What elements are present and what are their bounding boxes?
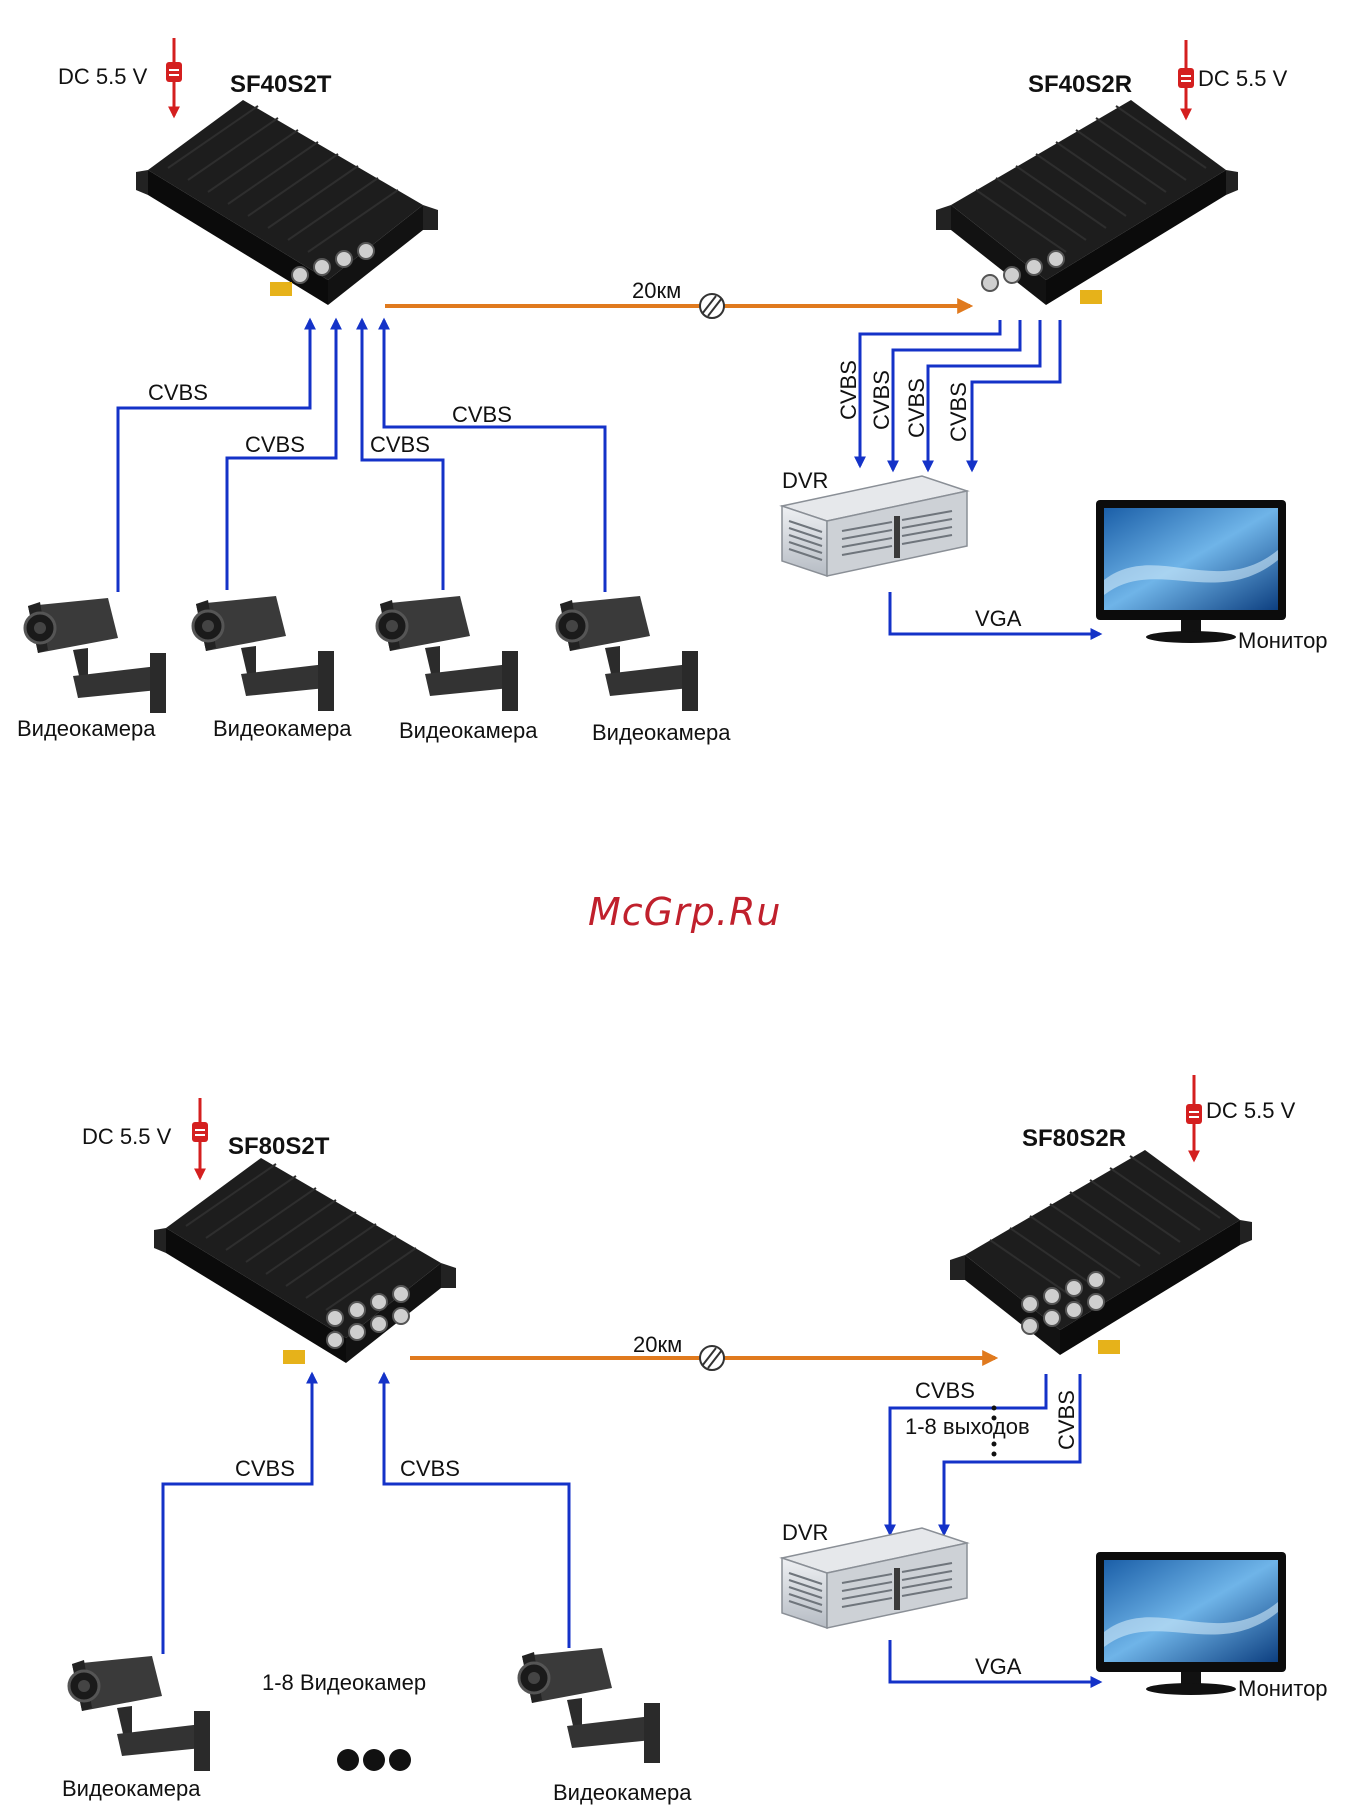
ellipsis-dots bbox=[337, 1749, 411, 1771]
receiver-bottom-model: SF80S2R bbox=[1022, 1125, 1126, 1152]
receiver-top-model: SF40S2R bbox=[1028, 71, 1132, 98]
receiver-top-power: DC 5.5 V bbox=[1198, 66, 1288, 91]
fiber-break-icon bbox=[699, 1345, 725, 1371]
cameras-count-note: 1-8 Видеокамер bbox=[262, 1670, 426, 1695]
cvbs-output-1 bbox=[854, 320, 1002, 469]
camera-label: Видеокамера bbox=[62, 1776, 201, 1801]
cvbs-link-cam-last bbox=[378, 1371, 571, 1648]
camera-label: Видеокамера bbox=[553, 1780, 692, 1805]
cvbs-output-last bbox=[938, 1374, 1082, 1537]
cvbs-label: CVBS bbox=[904, 378, 929, 438]
outputs-count-note: 1-8 выходов bbox=[905, 1414, 1030, 1439]
receiver-top bbox=[935, 99, 1239, 306]
cvbs-label: CVBS bbox=[400, 1456, 460, 1481]
watermark: McGrp.Ru bbox=[588, 890, 781, 934]
camera-label: Видеокамера bbox=[213, 716, 352, 741]
dvr-label: DVR bbox=[782, 468, 828, 493]
cvbs-label: CVBS bbox=[370, 432, 430, 457]
fiber-distance-top: 20км bbox=[632, 278, 681, 303]
cvbs-label: CVBS bbox=[452, 402, 512, 427]
camera-icon bbox=[191, 594, 336, 713]
cvbs-label: CVBS bbox=[1054, 1390, 1079, 1450]
cvbs-link-cam3 bbox=[356, 317, 445, 590]
transmitter-bottom bbox=[153, 1157, 457, 1364]
transmitter-top-power: DC 5.5 V bbox=[58, 64, 148, 89]
transmitter-top-model: SF40S2T bbox=[230, 71, 332, 98]
cvbs-label: CVBS bbox=[836, 360, 861, 420]
monitor-icon bbox=[1096, 500, 1286, 643]
camera-label: Видеокамера bbox=[592, 720, 731, 745]
cvbs-label: CVBS bbox=[869, 370, 894, 430]
transmitter-bottom-power: DC 5.5 V bbox=[82, 1124, 172, 1149]
monitor-icon bbox=[1096, 1552, 1286, 1695]
cvbs-output-4 bbox=[966, 320, 1062, 473]
camera-label: Видеокамера bbox=[399, 718, 538, 743]
camera-icon bbox=[23, 596, 168, 715]
cvbs-label: CVBS bbox=[245, 432, 305, 457]
cvbs-output-3 bbox=[922, 320, 1042, 473]
cvbs-label: CVBS bbox=[235, 1456, 295, 1481]
top-diagram: SF40S2T DC 5.5 V SF40S2R DC 5.5 V 20км C… bbox=[17, 38, 1328, 745]
camera-icon bbox=[67, 1654, 212, 1773]
dvr-label: DVR bbox=[782, 1520, 828, 1545]
cvbs-link-cam4 bbox=[378, 317, 607, 592]
cvbs-label: CVBS bbox=[946, 382, 971, 442]
vga-link-top bbox=[888, 592, 1103, 640]
camera-label: Видеокамера bbox=[17, 716, 156, 741]
vertical-ellipsis bbox=[991, 1405, 997, 1457]
power-plug-icon bbox=[191, 1121, 209, 1143]
vga-link-bottom bbox=[888, 1640, 1103, 1688]
bottom-diagram: SF80S2T DC 5.5 V SF80S2R DC 5.5 V 20км C… bbox=[62, 1075, 1328, 1805]
receiver-bottom-power: DC 5.5 V bbox=[1206, 1098, 1296, 1123]
cvbs-label: CVBS bbox=[915, 1378, 975, 1403]
transmitter-bottom-model: SF80S2T bbox=[228, 1133, 330, 1160]
cvbs-link-cam-first bbox=[161, 1371, 318, 1654]
power-plug-icon bbox=[1185, 1103, 1203, 1125]
fiber-distance-bottom: 20км bbox=[633, 1332, 682, 1357]
fiber-break-icon bbox=[699, 293, 725, 319]
vga-label-top: VGA bbox=[975, 606, 1022, 631]
cvbs-output-first bbox=[884, 1374, 1048, 1537]
monitor-label-bottom: Монитор bbox=[1238, 1676, 1328, 1701]
cvbs-link-cam2 bbox=[225, 317, 342, 590]
power-plug-icon bbox=[1177, 67, 1195, 89]
camera-icon bbox=[517, 1646, 662, 1765]
cvbs-link-cam1 bbox=[116, 317, 316, 592]
monitor-label-top: Монитор bbox=[1238, 628, 1328, 653]
camera-icon bbox=[375, 594, 520, 713]
cvbs-label: CVBS bbox=[148, 380, 208, 405]
transmitter-top bbox=[135, 99, 439, 306]
power-plug-icon bbox=[165, 61, 183, 83]
cvbs-output-2 bbox=[887, 320, 1022, 473]
vga-label-bottom: VGA bbox=[975, 1654, 1022, 1679]
receiver-bottom bbox=[949, 1149, 1253, 1356]
camera-icon bbox=[555, 594, 700, 713]
